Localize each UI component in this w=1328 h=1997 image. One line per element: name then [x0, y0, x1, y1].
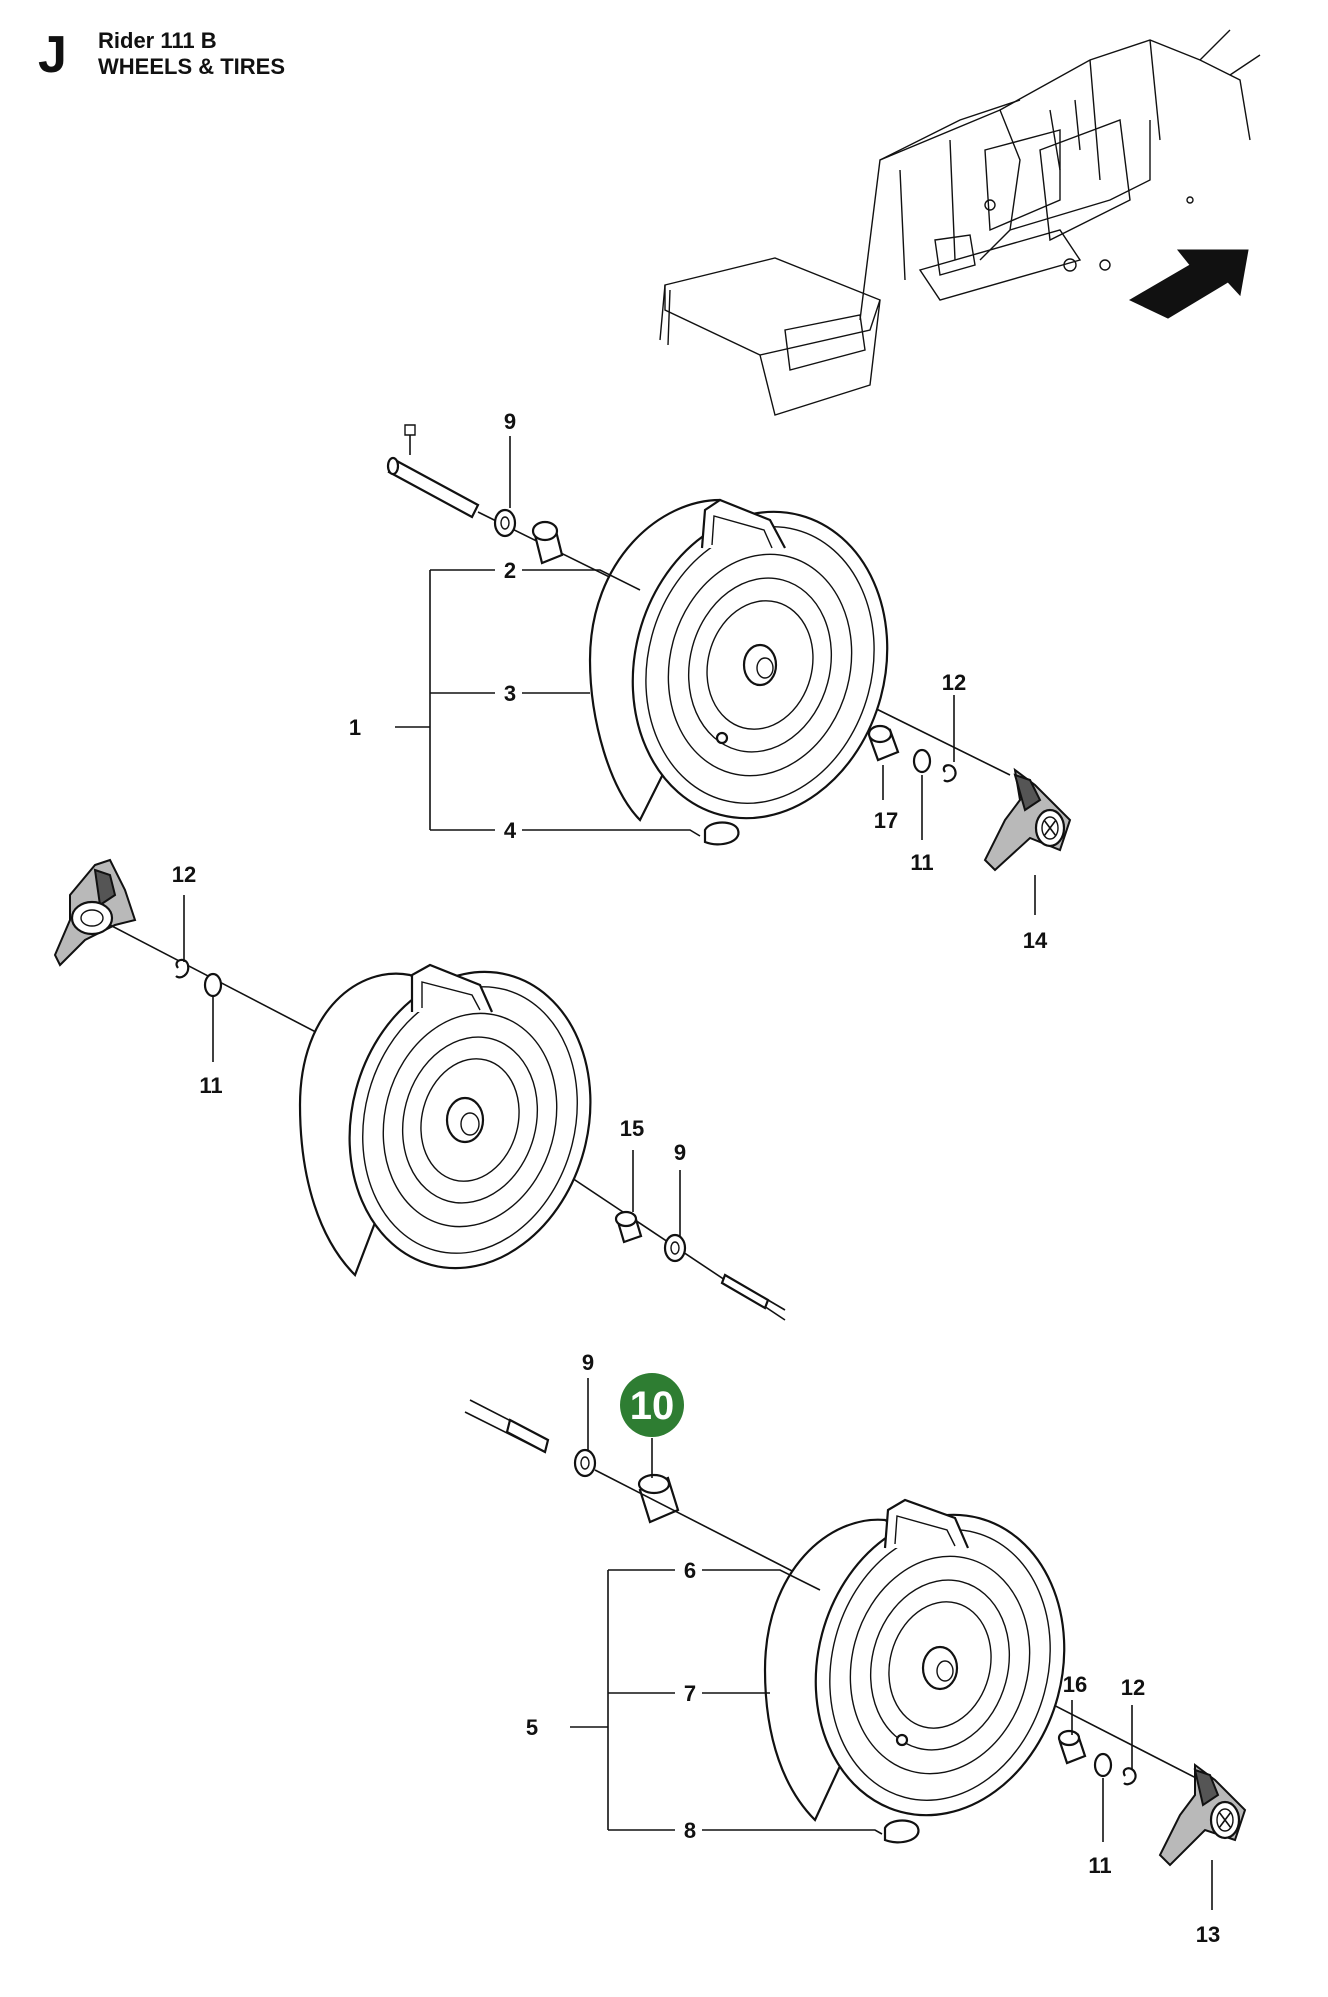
callout-8: 8 [684, 1818, 696, 1843]
hubcap-icon [983, 767, 1072, 872]
wheel-icon [348, 963, 592, 1270]
axle-bolt-icon [386, 424, 480, 519]
wheel-icon [631, 498, 889, 820]
callout-13: 13 [1196, 1922, 1220, 1947]
callout-9: 9 [674, 1140, 686, 1165]
hubcap-icon [1158, 1763, 1247, 1867]
callout-11: 11 [1088, 1853, 1111, 1878]
wheel-icon [814, 1498, 1066, 1817]
callout-6: 6 [684, 1558, 696, 1583]
rear-right-wheel-assembly [464, 1378, 1247, 1910]
section-letter: J [38, 26, 67, 84]
callout-2: 2 [504, 558, 516, 583]
callout-11: 11 [199, 1073, 222, 1098]
highlight-label: 10 [630, 1384, 675, 1428]
callout-16: 16 [1063, 1672, 1087, 1697]
section-title: WHEELS & TIRES [98, 54, 285, 79]
callout-15: 15 [620, 1116, 644, 1141]
callout-12: 12 [172, 862, 196, 887]
callout-7: 7 [684, 1681, 696, 1706]
callout-labels: 9 2 3 1 4 12 17 11 14 12 11 15 9 9 6 7 5… [172, 409, 1220, 1947]
callout-12: 12 [942, 670, 966, 695]
frame-overview-icon [659, 29, 1261, 416]
front-wheel-assembly [386, 424, 1072, 915]
model-name: Rider 111 B [98, 28, 217, 53]
hubcap-icon [53, 858, 137, 967]
callout-3: 3 [504, 681, 516, 706]
highlight-badge[interactable] [620, 1373, 684, 1437]
callout-17: 17 [874, 808, 898, 833]
callout-14: 14 [1023, 928, 1048, 953]
callout-11: 11 [910, 850, 933, 875]
callout-12: 12 [1121, 1675, 1145, 1700]
callout-4: 4 [504, 818, 517, 843]
callout-9: 9 [504, 409, 516, 434]
highlight-callout[interactable]: 10 [620, 1373, 684, 1437]
callout-5: 5 [526, 1715, 538, 1740]
callout-1: 1 [349, 715, 361, 740]
rear-left-wheel-assembly [53, 858, 786, 1321]
callout-9: 9 [582, 1350, 594, 1375]
direction-arrow-icon [1128, 249, 1249, 319]
